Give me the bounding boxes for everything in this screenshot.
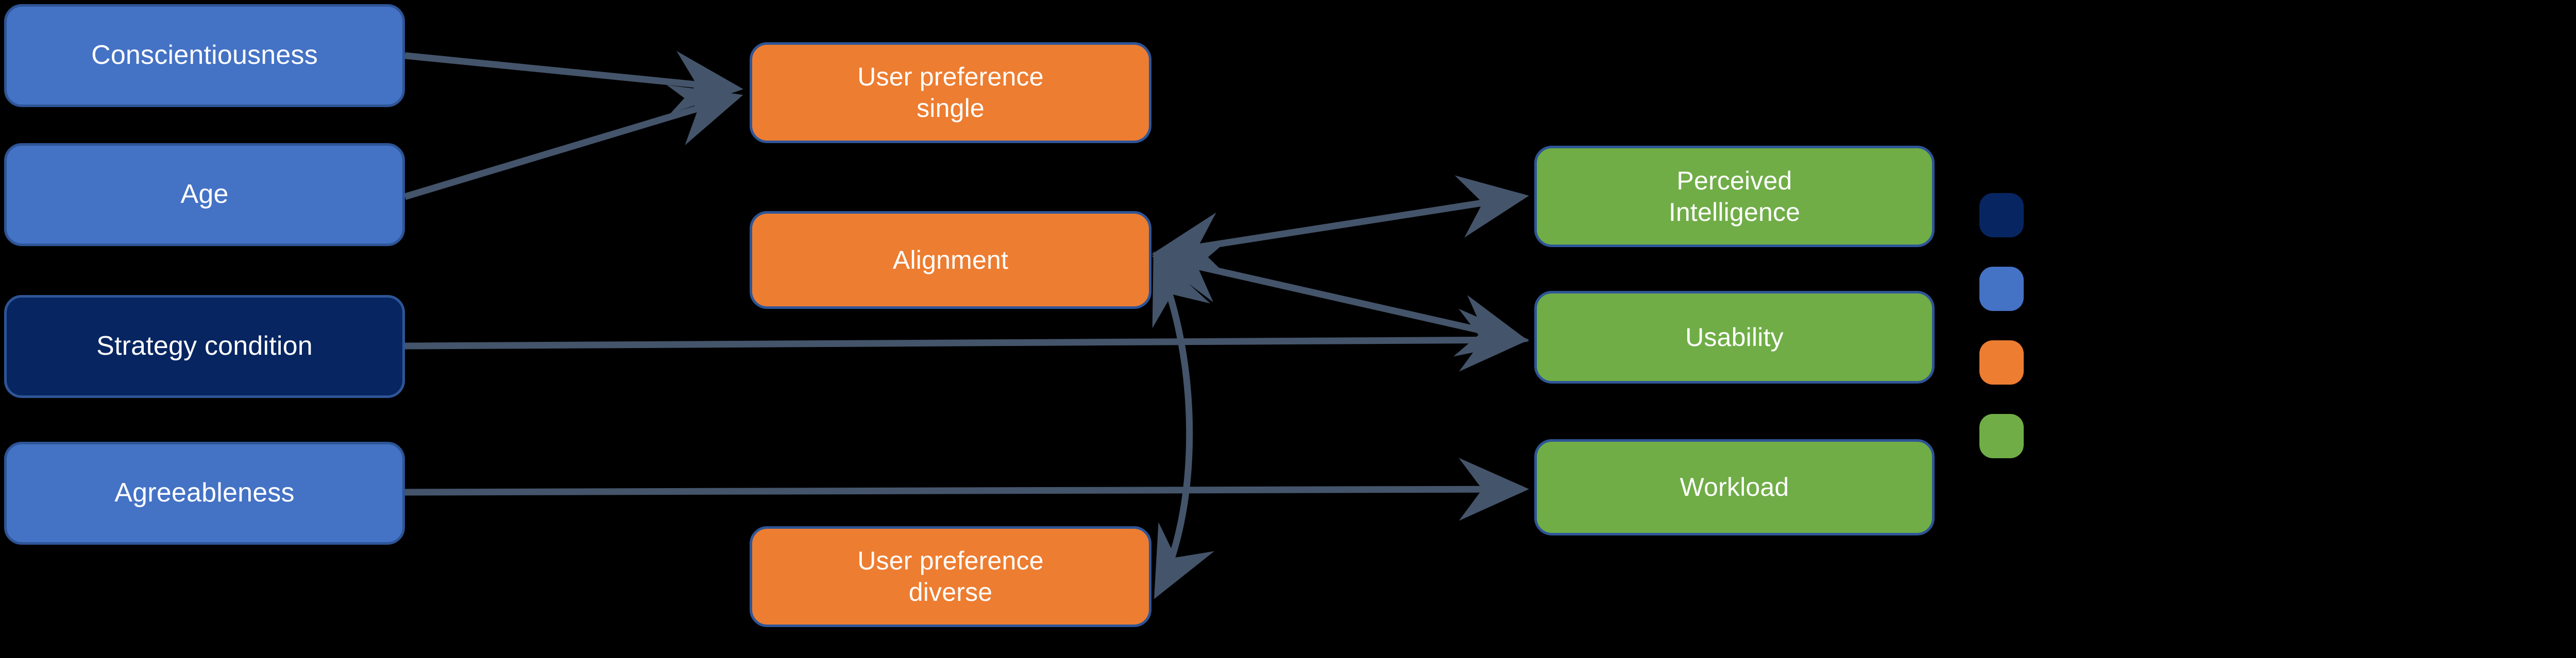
node-usability[interactable]: Usability	[1534, 291, 1935, 384]
legend-swatch-navy	[1979, 193, 2024, 237]
node-user-preference-single[interactable]: User preference single	[750, 42, 1151, 143]
node-workload[interactable]: Workload	[1534, 439, 1935, 535]
edge-alignment-to-usability	[1151, 240, 1529, 357]
node-user-preference-diverse[interactable]: User preference diverse	[750, 526, 1151, 627]
edge-alignment-to-perceived-intelligence	[1151, 175, 1529, 275]
legend-swatch-blue	[1979, 267, 2024, 311]
edge-age-to-user-pref-single	[404, 85, 743, 200]
edge-alignment-to-user-pref-diverse	[1152, 251, 1215, 599]
legend-swatch-green	[1979, 414, 2024, 458]
edge-strategy-condition-to-usability	[404, 308, 1529, 372]
node-age[interactable]: Age	[4, 143, 405, 246]
node-perceived-intelligence[interactable]: Perceived Intelligence	[1534, 146, 1935, 247]
node-conscientiousness[interactable]: Conscientiousness	[4, 4, 405, 107]
node-agreeableness[interactable]: Agreeableness	[4, 442, 405, 545]
node-strategy-condition[interactable]: Strategy condition	[4, 295, 405, 398]
legend-swatch-orange	[1979, 340, 2024, 385]
edge-conscientiousness-to-user-pref-single	[404, 50, 743, 114]
node-alignment[interactable]: Alignment	[750, 211, 1151, 309]
edge-agreeableness-to-workload	[404, 458, 1529, 521]
